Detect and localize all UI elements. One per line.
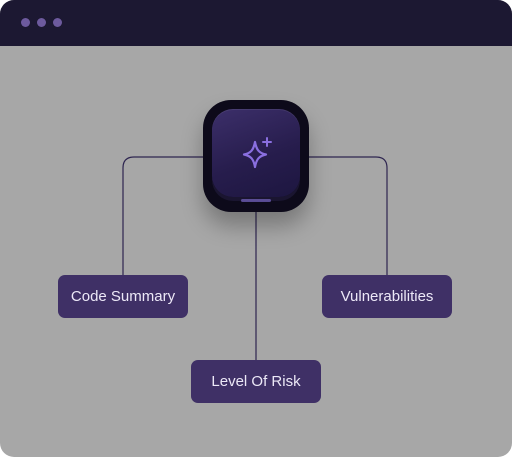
ai-hub[interactable] [203, 100, 309, 212]
connector-right [309, 156, 388, 275]
node-vulnerabilities[interactable]: Vulnerabilities [322, 275, 452, 318]
hub-glow-accent [241, 199, 271, 202]
node-level-of-risk[interactable]: Level Of Risk [191, 360, 321, 403]
ai-hub-face [212, 109, 300, 197]
window-dot-1[interactable] [21, 18, 30, 27]
sparkle-icon [242, 137, 272, 169]
window-dot-3[interactable] [53, 18, 62, 27]
node-code-summary[interactable]: Code Summary [58, 275, 188, 318]
title-bar [0, 0, 512, 46]
window-dot-2[interactable] [37, 18, 46, 27]
connector-left [122, 156, 203, 275]
